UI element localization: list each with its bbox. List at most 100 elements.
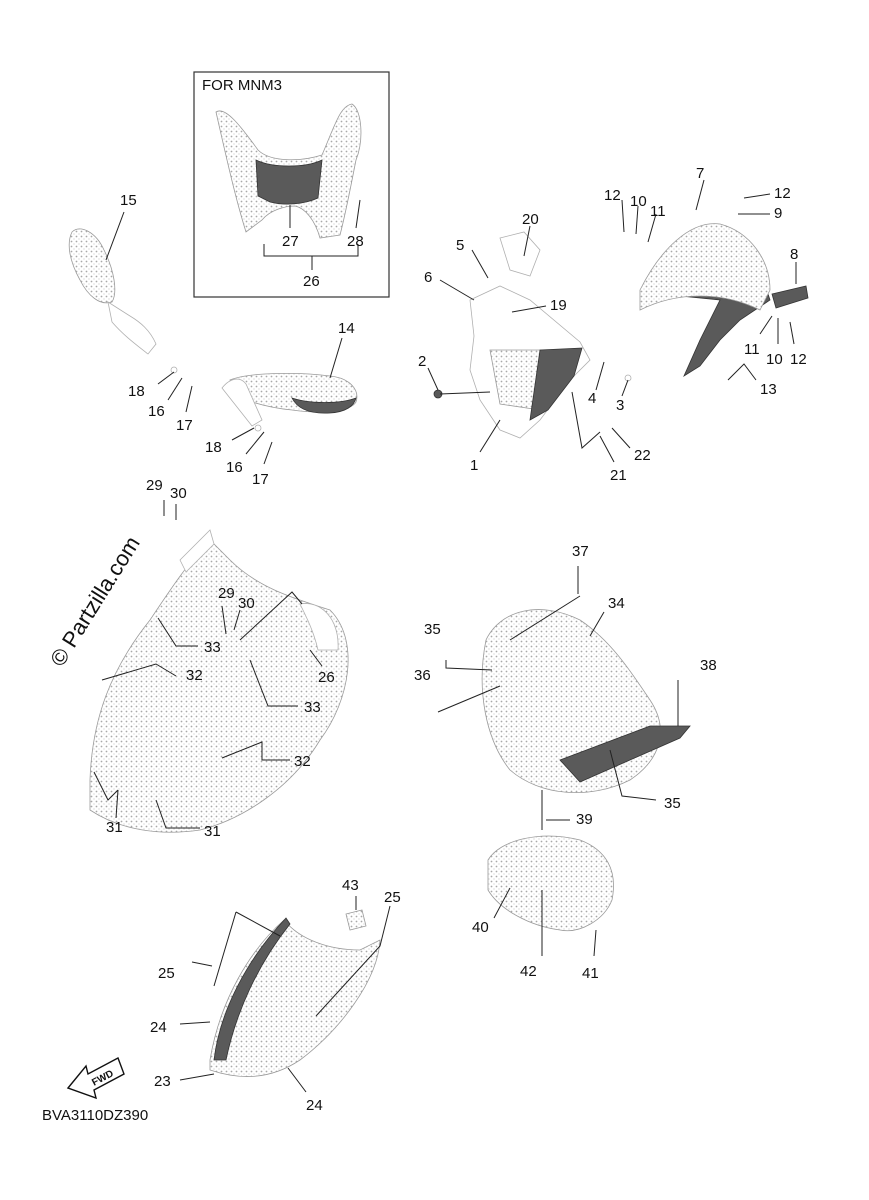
grommet-8 (771, 285, 809, 309)
callout-34: 34 (608, 595, 625, 612)
leader-16b (245, 431, 265, 455)
leader-16a (167, 377, 183, 401)
stay-bracket-dark (529, 347, 583, 421)
leader-35a (445, 660, 493, 671)
leader-5 (471, 249, 489, 279)
callout-9: 9 (774, 205, 782, 222)
leader-32a (101, 663, 177, 681)
callout-35b: 35 (664, 795, 681, 812)
leader-33b (249, 659, 298, 707)
callout-29b: 29 (218, 585, 235, 602)
leader-19 (511, 305, 547, 313)
callout-32a: 32 (186, 667, 203, 684)
inset-frame (193, 71, 390, 298)
leader-23 (179, 1073, 215, 1081)
callout-28: 28 (347, 233, 364, 250)
stay-group: 20 5 6 19 2 4 3 1 21 22 (418, 211, 651, 484)
leader-17b (263, 441, 273, 465)
leader-36 (437, 685, 501, 713)
callout-1: 1 (470, 457, 478, 474)
bracket-26b (239, 591, 303, 641)
leader-34 (589, 611, 605, 637)
callout-29a: 29 (146, 477, 163, 494)
callout-38: 38 (700, 657, 717, 674)
callout-11a: 11 (650, 203, 666, 220)
callout-26: 26 (303, 273, 320, 290)
callout-12b: 12 (604, 187, 621, 204)
leader-22 (611, 427, 631, 449)
leader-2b (439, 391, 491, 395)
bracket-26 (263, 244, 359, 257)
callout-7: 7 (696, 165, 704, 182)
leader-20 (523, 225, 531, 257)
leader-7 (695, 179, 705, 211)
windscreen-group: 43 25 25 24 24 23 (150, 877, 401, 1114)
leader-12c (789, 321, 795, 345)
callout-23: 23 (154, 1073, 171, 1090)
leader-24b (287, 1067, 307, 1093)
callout-16b: 16 (226, 459, 243, 476)
fwd-arrow-icon (66, 1057, 125, 1100)
cowling-group: 37 34 35 36 38 35 39 40 42 41 (414, 543, 717, 982)
mirror-stay-right (221, 378, 263, 427)
windscreen-23 (209, 919, 381, 1077)
mirror-14-shade (291, 397, 357, 414)
garnish-part-27 (255, 159, 323, 205)
callout-31a: 31 (106, 819, 123, 836)
leader-29b (221, 605, 227, 635)
mirror-group: 15 14 18 16 17 18 16 17 (68, 192, 358, 488)
callout-37: 37 (572, 543, 589, 560)
leader-28 (355, 199, 361, 229)
inset-title: FOR MNM3 (202, 77, 282, 94)
bracket-25a-side (213, 911, 237, 987)
leader-12b (621, 199, 625, 233)
callout-25b: 25 (384, 889, 401, 906)
callout-27: 27 (282, 233, 299, 250)
callout-43: 43 (342, 877, 359, 894)
part-20 (499, 231, 541, 277)
cover-40 (487, 835, 614, 932)
callout-41: 41 (582, 965, 599, 982)
cowling-trim-dark (559, 725, 691, 783)
leader-3 (621, 379, 629, 397)
side-cowl (89, 539, 349, 833)
callout-35a: 35 (424, 621, 441, 638)
callout-6: 6 (424, 269, 432, 286)
callout-3: 3 (616, 397, 624, 414)
leader-26b (309, 649, 323, 667)
callout-25a: 25 (158, 965, 175, 982)
leader-21 (599, 435, 615, 463)
leader-6 (439, 279, 475, 301)
leader-11a (647, 213, 657, 243)
windscreen-edge (213, 917, 291, 1061)
leader-12a (743, 193, 771, 199)
leader-32b (221, 741, 290, 761)
callout-2: 2 (418, 353, 426, 370)
callout-33b: 33 (304, 699, 321, 716)
leader-2 (427, 367, 439, 391)
mirror-stay-left (107, 301, 157, 355)
diagram-code: BVA3110DZ390 (42, 1107, 148, 1124)
callout-39: 39 (576, 811, 593, 828)
callout-12a: 12 (774, 185, 791, 202)
cowl-tip (179, 529, 215, 573)
callout-10b: 10 (766, 351, 783, 368)
leader-30b (233, 609, 241, 631)
screw-43 (345, 909, 367, 931)
inset-box: FOR MNM3 27 28 26 (193, 71, 390, 298)
leader-14 (329, 337, 343, 379)
callout-20: 20 (522, 211, 539, 228)
leader-15 (105, 211, 125, 261)
leader-37 (509, 595, 581, 641)
leader-13-bracket (727, 363, 757, 381)
side-cowl-group: 29 30 29 30 26 33 33 32 32 31 31 (89, 477, 349, 840)
leader-25b (315, 905, 391, 1017)
callout-8: 8 (790, 246, 798, 263)
callout-14: 14 (338, 320, 355, 337)
leader-24a (179, 1021, 211, 1025)
mirror-15 (68, 228, 116, 304)
callout-22: 22 (634, 447, 651, 464)
leader-40 (493, 887, 511, 919)
callout-40: 40 (472, 919, 489, 936)
